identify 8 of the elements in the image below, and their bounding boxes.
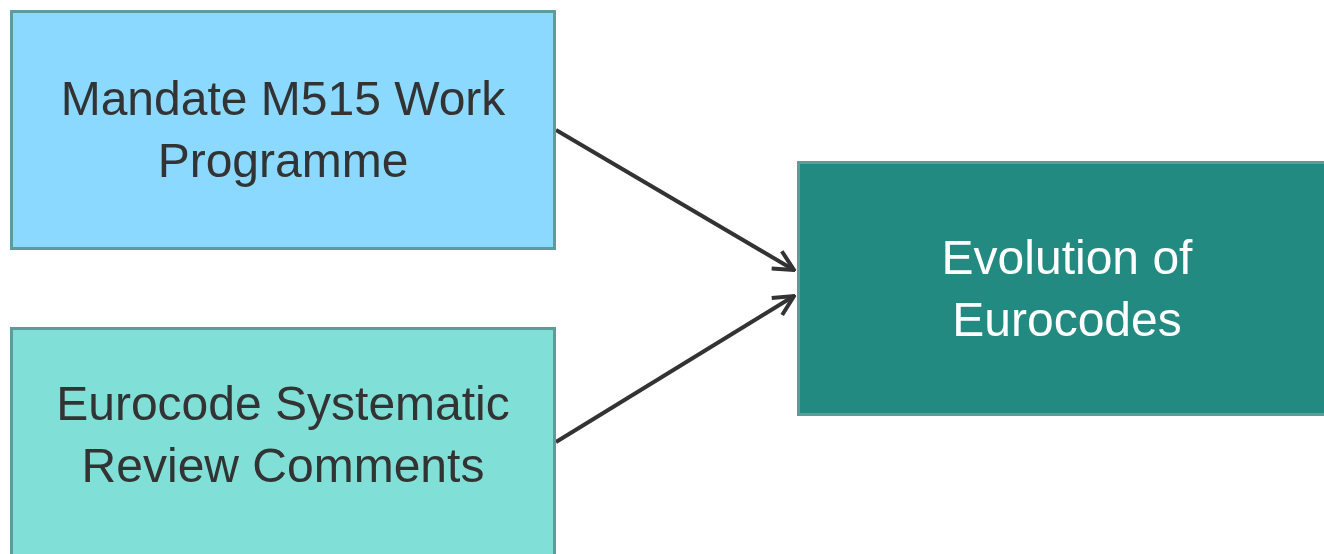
arrow (555, 128, 796, 272)
arrow (554, 294, 796, 444)
process-box (10, 327, 556, 554)
box-label: Evolution of Eurocodes (940, 229, 1194, 348)
box-label: Mandate M515 Work Programme (59, 71, 507, 189)
process-box (797, 161, 1324, 416)
box-label: Eurocode Systematic Review Comments (55, 376, 511, 494)
process-box (10, 10, 556, 250)
